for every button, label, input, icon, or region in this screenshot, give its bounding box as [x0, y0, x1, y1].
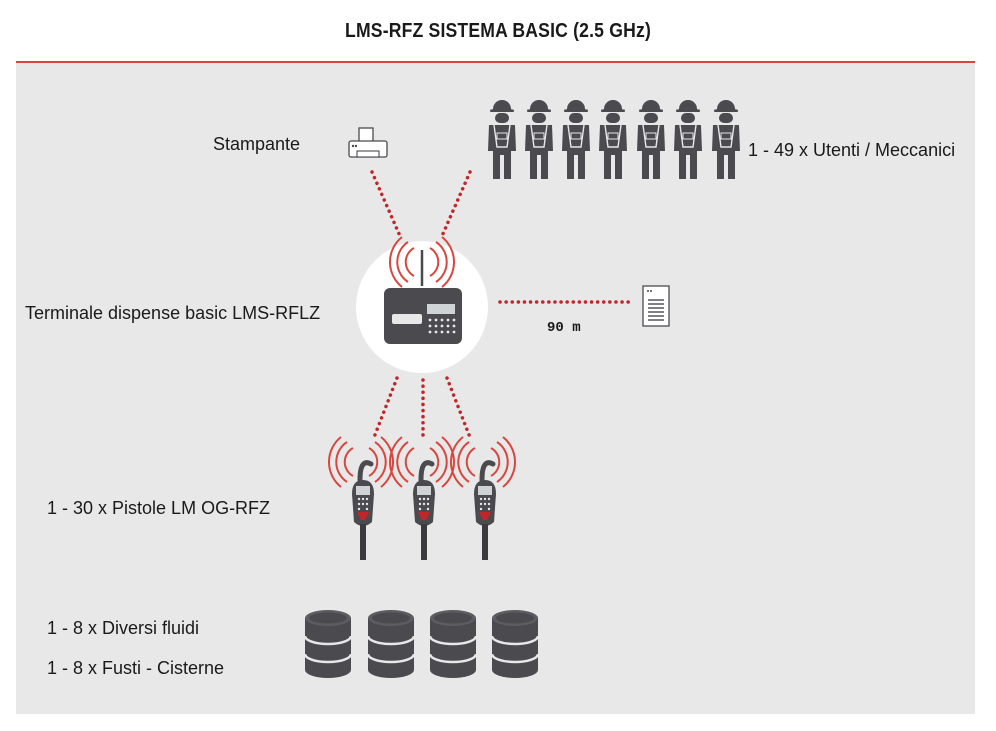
drums-label: 1 - 8 x Fusti - Cisterne [47, 658, 225, 678]
fuel-nozzle-icon [413, 463, 435, 560]
drum-icon [490, 608, 540, 680]
terminal-label: Terminale dispense basic LMS-RFLZ [25, 303, 321, 323]
worker-icon [711, 99, 741, 180]
nozzles-group [327, 436, 517, 560]
worker-icon [636, 99, 666, 180]
wireless-links [370, 170, 634, 442]
document-icon [642, 285, 670, 327]
drum-icon [366, 608, 416, 680]
distance-label: 90 m [547, 320, 581, 336]
workers-group [487, 99, 741, 180]
link-printer [370, 170, 402, 238]
link-nozzle-3 [445, 376, 473, 442]
worker-icon [673, 99, 703, 180]
link-nozzle-1 [371, 376, 399, 442]
drum-icon [303, 608, 353, 680]
printer-label: Stampante [213, 134, 301, 154]
link-users [440, 170, 472, 238]
title-divider [16, 61, 975, 63]
worker-icon [561, 99, 591, 180]
users-label: 1 - 49 x Utenti / Meccanici [748, 140, 956, 160]
drums-group [303, 608, 540, 680]
printer-icon [348, 127, 388, 158]
fluids-label: 1 - 8 x Diversi fluidi [47, 618, 200, 638]
terminal-hub [356, 236, 488, 373]
page-title: LMS-RFZ SISTEMA BASIC (2.5 GHz) [345, 20, 651, 42]
fuel-nozzle-icon [352, 463, 374, 560]
fuel-nozzle-icon [474, 463, 496, 560]
drum-icon [428, 608, 478, 680]
terminal-icon [384, 250, 462, 344]
nozzles-label: 1 - 30 x Pistole LM OG-RFZ [47, 498, 271, 518]
worker-icon [524, 99, 554, 180]
worker-icon [487, 99, 517, 180]
worker-icon [598, 99, 628, 180]
